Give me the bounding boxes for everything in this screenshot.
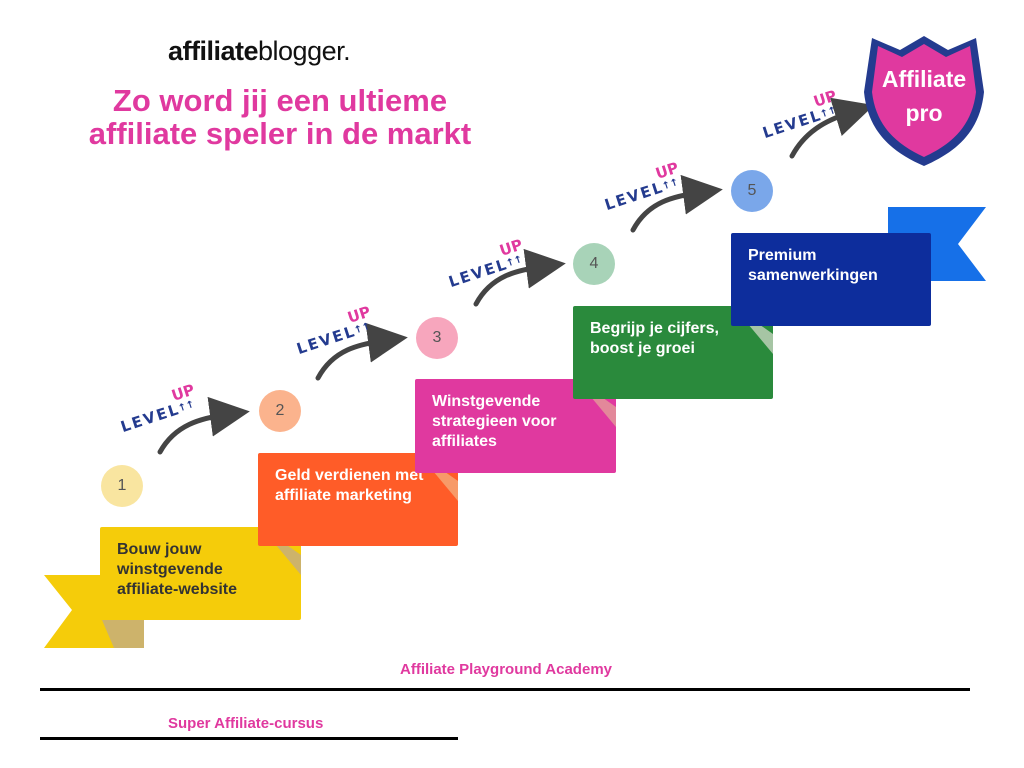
step-4-number: 4 <box>573 243 615 285</box>
step-1-number: 1 <box>101 465 143 507</box>
yellow-ribbon-tail <box>44 575 144 648</box>
arrow-2-icon <box>315 322 408 381</box>
academy-label: Affiliate Playground Academy <box>400 661 612 678</box>
arrow-1-icon <box>157 396 250 455</box>
step-2-text: Geld verdienen met affiliate marketing <box>275 467 424 504</box>
step-5-text: Premium samenwerkingen <box>748 247 878 284</box>
step-3-text: Winstgevende strategieen voor affiliates <box>432 393 557 450</box>
step-2-card: Geld verdienen met affiliate marketing <box>258 453 458 546</box>
step-3-number: 3 <box>416 317 458 359</box>
arrow-5-icon <box>789 97 875 159</box>
step-1-text: Bouw jouw winstgevende affiliate-website <box>117 541 238 598</box>
step-5-number: 5 <box>731 170 773 212</box>
title-line-2: affiliate speler in de markt <box>88 116 472 151</box>
academy-divider <box>40 688 970 691</box>
page-title: Zo word jij een ultieme affiliate speler… <box>0 84 560 150</box>
step-5-card: Premium samenwerkingen <box>731 233 931 326</box>
badge-label: Affiliate pro <box>881 66 967 126</box>
logo: affiliateblogger. <box>168 36 351 66</box>
step-4-text: Begrijp je cijfers, boost je groei <box>590 320 719 357</box>
course-divider <box>40 737 458 740</box>
title-line-1: Zo word jij een ultieme <box>112 83 448 118</box>
shield-badge-icon <box>864 36 984 166</box>
step-2-number: 2 <box>259 390 301 432</box>
arrow-4-icon <box>630 174 723 233</box>
arrow-3-icon <box>473 248 566 307</box>
step-1-card: Bouw jouw winstgevende affiliate-website <box>100 527 301 620</box>
course-label: Super Affiliate-cursus <box>168 715 324 732</box>
